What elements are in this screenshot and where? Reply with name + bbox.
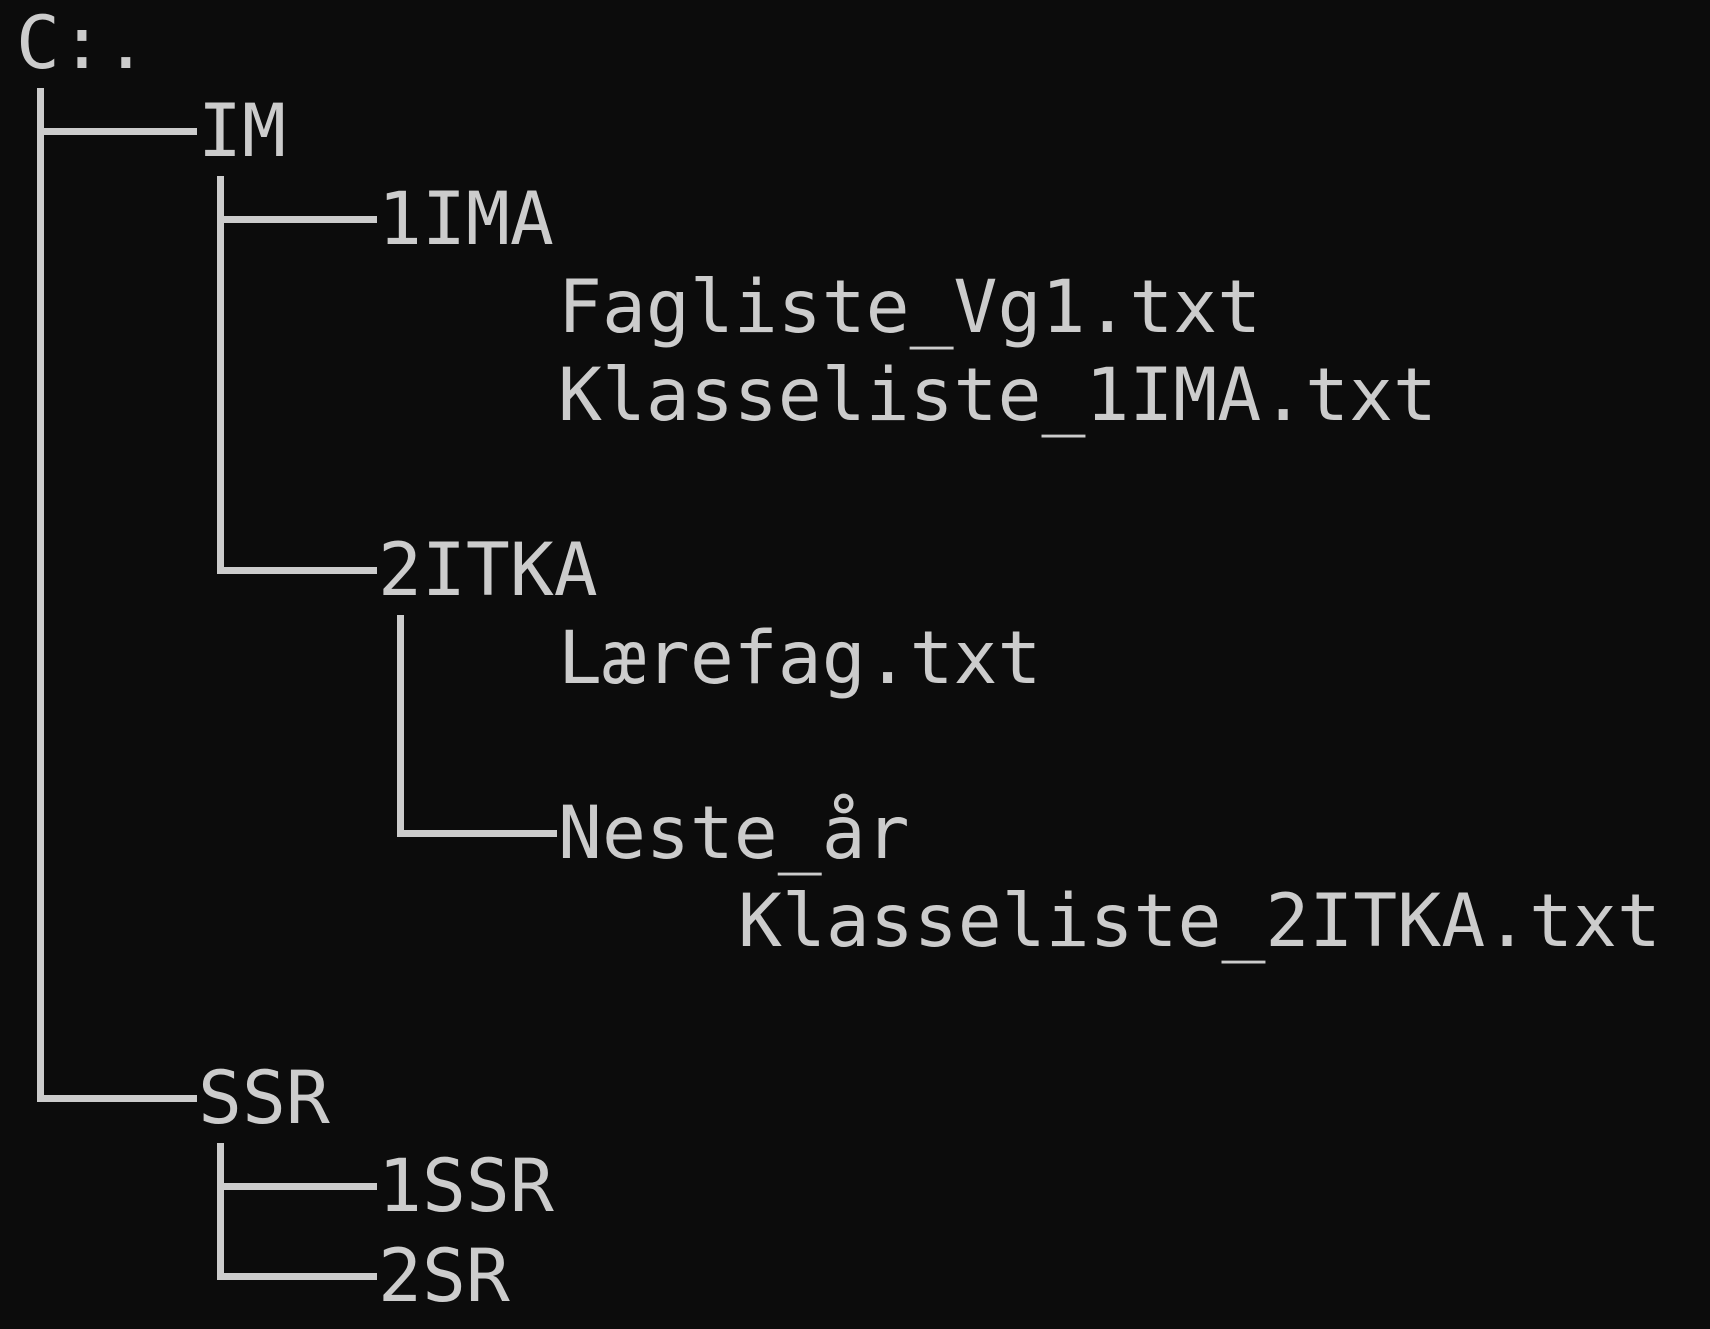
file-fagliste-vg1: Fagliste_Vg1.txt: [558, 265, 1262, 350]
file-laerefag: Lærefag.txt: [558, 616, 1042, 701]
tree-branch-2itka-vertical: [397, 615, 404, 836]
folder-1ima: 1IMA: [378, 177, 554, 262]
tree-branch-neste-ar: [397, 830, 557, 837]
tree-branch-2itka: [217, 567, 377, 574]
tree-branch-im: [37, 128, 197, 135]
file-klasseliste-2itka: Klasseliste_2ITKA.txt: [738, 879, 1661, 964]
folder-ssr: SSR: [198, 1056, 330, 1141]
folder-2sr: 2SR: [378, 1234, 510, 1319]
folder-1ssr: 1SSR: [378, 1144, 554, 1229]
file-klasseliste-1ima: Klasseliste_1IMA.txt: [558, 353, 1437, 438]
tree-branch-ssr-vertical: [217, 1143, 224, 1280]
tree-branch-ssr: [37, 1095, 197, 1102]
tree-branch-2sr: [217, 1273, 377, 1280]
tree-branch-im-vertical: [217, 176, 224, 572]
folder-neste-ar: Neste_år: [558, 791, 910, 876]
tree-branch-1ssr: [217, 1183, 377, 1190]
tree-root-label: C:.: [16, 1, 148, 86]
tree-branch-root-vertical: [37, 88, 44, 1102]
tree-branch-1ima: [217, 216, 377, 223]
folder-2itka: 2ITKA: [378, 528, 598, 613]
folder-im: IM: [198, 89, 286, 174]
